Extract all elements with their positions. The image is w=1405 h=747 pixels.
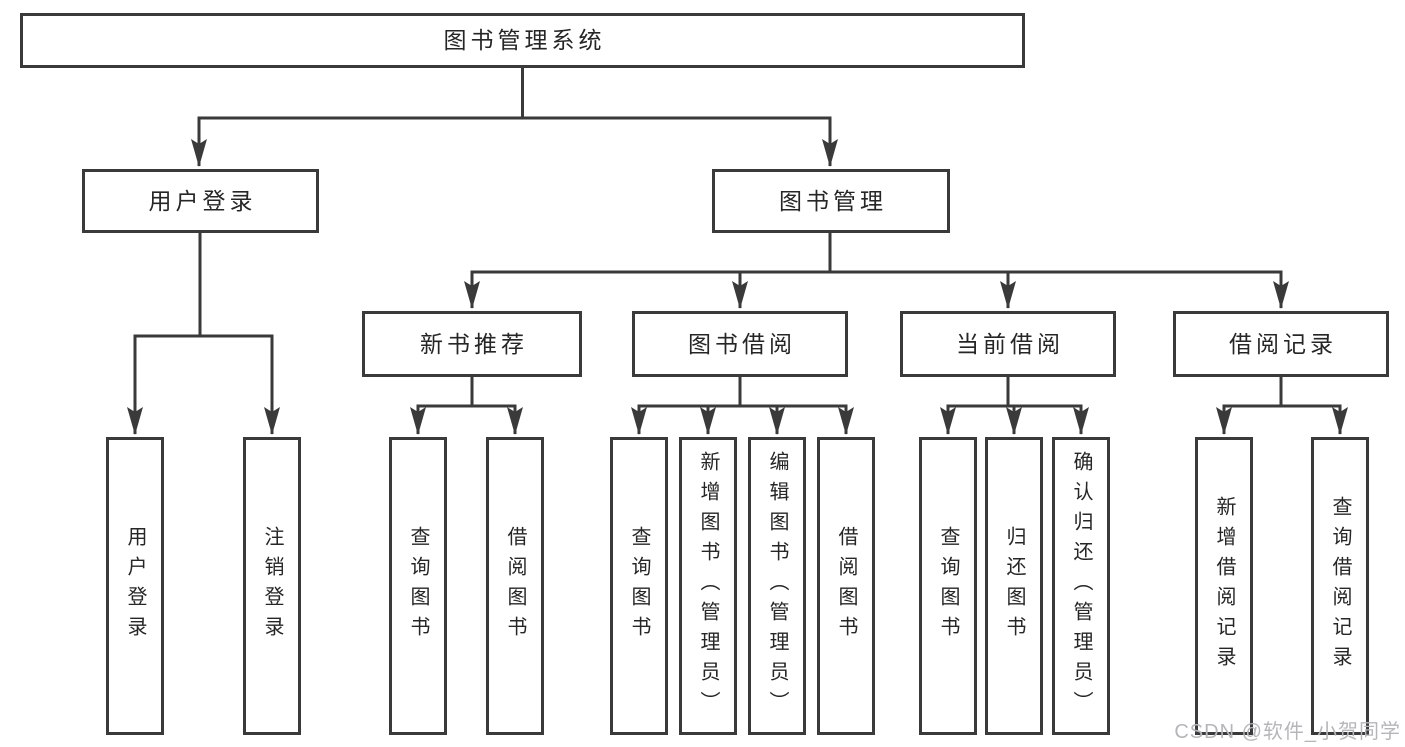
leaf-return-books: 归还图书 (985, 437, 1043, 735)
connector-new-book-recommend-to-children (410, 377, 523, 435)
leaf-logout: 注销登录 (243, 437, 301, 735)
leaf-query-books: 查询图书 (610, 437, 668, 735)
leaf-add-borrow-record: 新增借阅记录 (1195, 437, 1253, 735)
leaf-label: 借阅图书 (504, 526, 526, 646)
leaf-label: 查询图书 (628, 526, 650, 646)
connector-user-login-to-children (127, 233, 280, 435)
leaf-query-books: 查询图书 (389, 437, 447, 735)
leaf-query-borrow-record: 查询借阅记录 (1311, 437, 1369, 735)
leaf-label: 用户登录 (124, 526, 146, 646)
leaf-query-books: 查询图书 (919, 437, 977, 735)
leaf-label: 查询图书 (937, 526, 959, 646)
node-borrow-records: 借阅记录 (1173, 311, 1389, 377)
leaf-label: 借阅图书 (835, 526, 857, 646)
node-label: 图书管理 (779, 187, 887, 214)
node-current-borrow: 当前借阅 (900, 311, 1116, 377)
leaf-borrow-books: 借阅图书 (817, 437, 875, 735)
leaf-label: 注销登录 (261, 526, 283, 646)
node-library-management-system: 图书管理系统 (20, 13, 1025, 68)
leaf-add-books-admin: 新增图书（管理员） (679, 437, 737, 735)
leaf-label: 新增借阅记录 (1213, 496, 1235, 676)
leaf-user-login: 用户登录 (106, 437, 164, 735)
leaf-label: 归还图书 (1003, 526, 1025, 646)
node-label: 新书推荐 (420, 330, 528, 357)
connector-book-management-to-level3 (464, 233, 1289, 309)
leaf-edit-books-admin: 编辑图书（管理员） (748, 437, 806, 735)
connector-borrow-records-to-children (1216, 377, 1348, 435)
leaf-label: 新增图书（管理员） (697, 451, 719, 721)
node-new-book-recommend: 新书推荐 (362, 311, 582, 377)
node-label: 图书借阅 (688, 330, 796, 357)
node-book-management-branch: 图书管理 (712, 169, 950, 233)
leaf-label: 编辑图书（管理员） (766, 451, 788, 721)
connector-current-borrow-to-children (940, 377, 1089, 435)
node-label: 借阅记录 (1229, 330, 1337, 357)
node-label: 图书管理系统 (443, 27, 606, 53)
csdn-watermark: CSDN @软件_小贺同学 (1174, 721, 1401, 743)
leaf-label: 查询图书 (407, 526, 429, 646)
connector-root-to-level2 (191, 68, 838, 167)
node-user-login-branch: 用户登录 (82, 169, 319, 233)
leaf-borrow-books: 借阅图书 (486, 437, 544, 735)
leaf-label: 查询借阅记录 (1329, 496, 1351, 676)
connector-book-borrow-to-children (631, 377, 854, 435)
node-label: 用户登录 (148, 187, 257, 214)
node-book-borrow: 图书借阅 (632, 311, 848, 377)
node-label: 当前借阅 (956, 330, 1064, 357)
leaf-label: 确认归还（管理员） (1070, 451, 1092, 721)
leaf-confirm-return-admin: 确认归还（管理员） (1052, 437, 1110, 735)
